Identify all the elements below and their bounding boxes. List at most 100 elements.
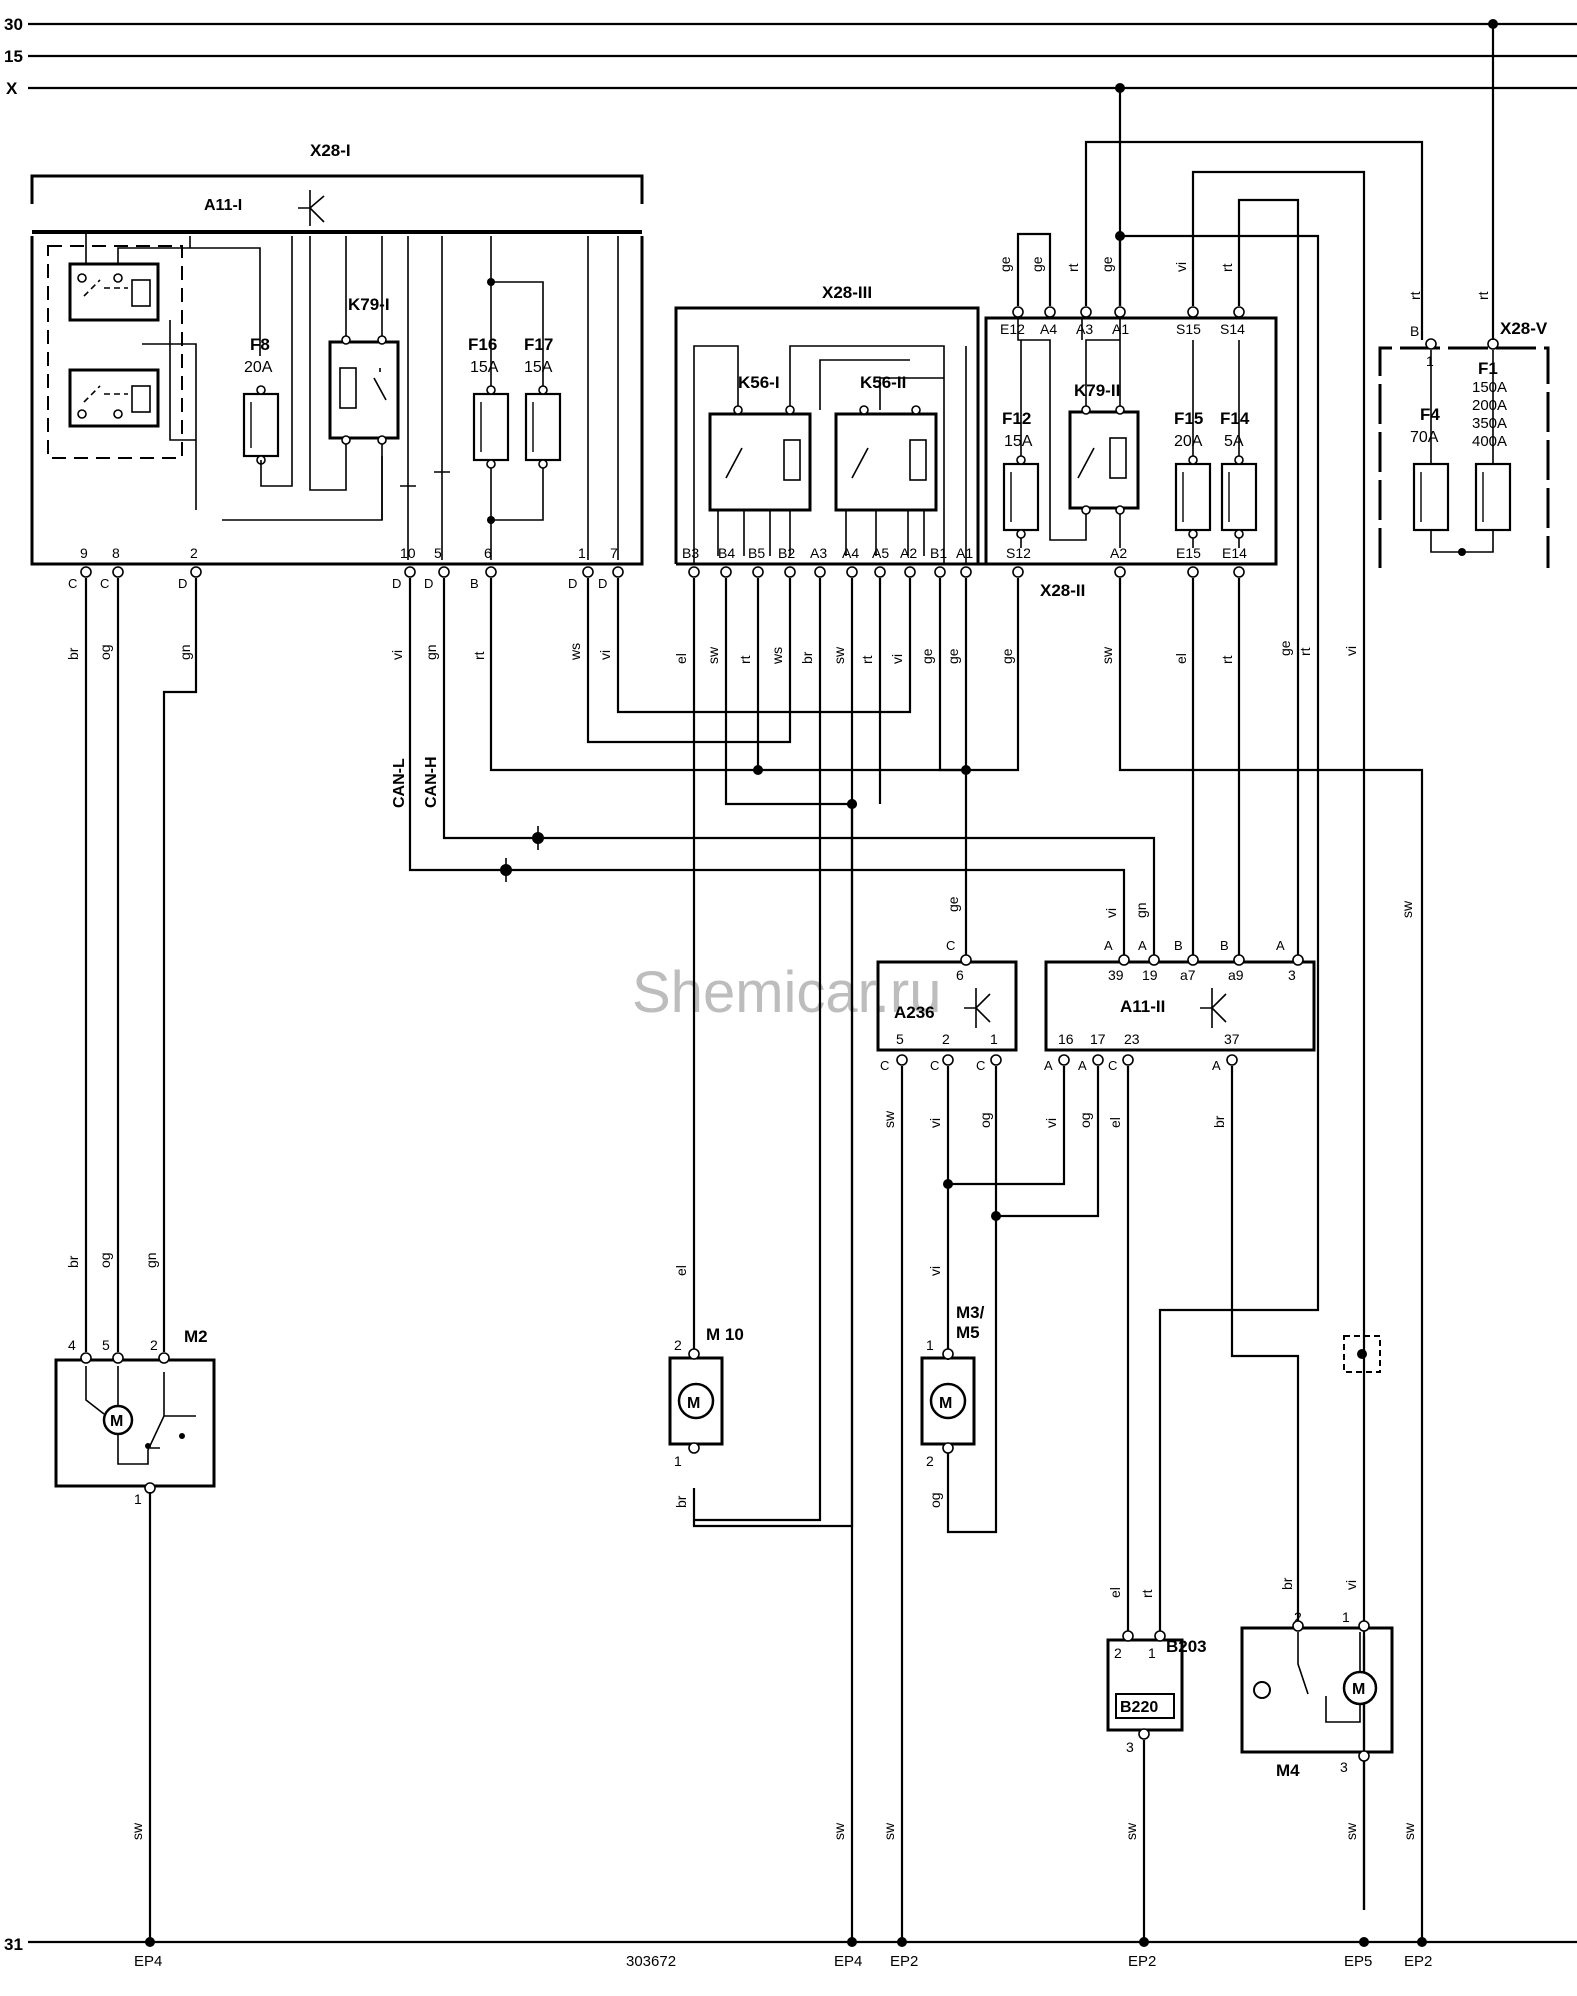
pin-letter: A [1044,1058,1053,1073]
relay-k56-1-label: K56-I [738,373,780,392]
pin-letter: D [392,576,401,591]
pin-letter: D [598,576,607,591]
x28-1-pins: 9 8 2 10 5 6 1 7 C C D D D B D D [68,545,624,591]
b203-label: B203 [1166,1637,1207,1656]
pin-label: 2 [1114,1645,1122,1661]
wire-color: br [1279,1577,1295,1590]
pin-letter: B [1220,938,1229,953]
ground-label: EP2 [1128,1953,1156,1970]
fuse-f1-rating-4: 400A [1472,433,1507,450]
relay-k79-1 [328,340,400,440]
pin-label: A3 [810,545,827,561]
wire-color: sw [1099,646,1115,664]
fuse-f17 [524,392,562,462]
pin-label: 6 [484,545,492,561]
pin-label: S12 [1006,545,1031,561]
pin-label: A2 [900,545,917,561]
pin-label: B2 [778,545,795,561]
m4-label: M4 [1276,1761,1300,1780]
rail-15-label: 15 [4,47,23,66]
svg-text:M: M [1352,1681,1365,1698]
x28-3-label: X28-III [822,283,872,302]
wire-color: rt [471,651,487,660]
pin-label: 5 [102,1337,110,1353]
feed-wires [1016,19,1498,1910]
wire-color: sw [1401,1822,1417,1840]
pin-letter: A [1104,938,1113,953]
relay-k79-2 [1068,410,1140,510]
wire-color: el [1173,653,1189,664]
pin-label: 1 [1148,1645,1156,1661]
wire-color: vi [1173,262,1189,272]
fuse-f8-rating: 20A [244,359,273,376]
pin-label: 2 [1294,1609,1302,1625]
drawing-number: 303672 [626,1953,676,1970]
x28-5-box: X28-V F4 70A F1 150A 200A 350A 400A B 1 [1378,319,1550,568]
pin-label: A3 [1076,321,1093,337]
a236-label: A236 [894,1003,935,1022]
wire-color: rt [1065,263,1081,272]
wire-color: vi [889,654,905,664]
pin-label: E12 [1000,321,1025,337]
fuse-f4 [1412,462,1450,532]
relay-pack [47,245,183,459]
fuse-f16 [472,392,510,462]
wire-color: sw [1343,1822,1359,1840]
can-low-label: CAN-L [391,758,408,808]
wire-color: og [927,1492,943,1508]
wire-color: ge [997,256,1013,272]
can-high-label: CAN-H [423,756,440,808]
wire-color: sw [1399,900,1415,918]
fuse-f4-rating: 70A [1410,429,1439,446]
pin-label: A4 [842,545,859,561]
pin-label: 1 [1426,353,1434,369]
wire-color: rt [1407,291,1423,300]
fuse-f15 [1174,462,1212,532]
ground-label: EP4 [834,1953,862,1970]
lower-wiring [900,960,1381,1942]
wire-color: ge [1099,256,1115,272]
a11-2-module: A11-II A A B B A 39 19 a7 a9 3 16 17 23 … [1044,900,1415,1073]
ground-label: EP5 [1344,1953,1372,1970]
fuse-f14-rating: 5A [1224,433,1244,450]
wire-color: vi [927,1266,943,1276]
pin-letter: C [1108,1058,1117,1073]
pin-label: 1 [926,1337,934,1353]
middle-wire-colors: br og gn vi gn rt ws vi el sw rt ws br s… [65,640,1359,665]
wire-color: gn [1133,902,1149,918]
pin-label: A2 [1110,545,1127,561]
wire-color: gn [143,1252,159,1268]
x28-2-label: X28-II [1040,581,1085,600]
fuse-f1-rating-2: 200A [1472,397,1507,414]
fuse-f12-rating: 15A [1004,433,1033,450]
wire-color: rt [1219,655,1235,664]
fuse-f17-rating: 15A [524,359,553,376]
x28-5-label: X28-V [1500,319,1548,338]
b220-label: B220 [1120,1699,1158,1716]
pin-label: 5 [896,1031,904,1047]
pin-label: 10 [400,545,416,561]
pin-label: A5 [872,545,889,561]
svg-text:M: M [939,1395,952,1412]
wire-color: gn [177,644,193,660]
x28-3-box: X28-III K56-I K56-II [674,283,986,566]
rail-x-label: X [6,79,18,98]
ground-label: EP2 [890,1953,918,1970]
wire-color: br [799,651,815,664]
wire-color: br [1211,1115,1227,1128]
pin-label: A1 [956,545,973,561]
pin-label: 8 [112,545,120,561]
wire-color: sw [129,1822,145,1840]
pin-label: B4 [718,545,735,561]
wire-color: el [673,653,689,664]
wire-color: rt [737,655,753,664]
lower-wire-colors: sw vi og vi og el br [881,1110,1227,1128]
x28-1-label: X28-I [310,141,351,160]
wire-color: br [673,1495,689,1508]
pin-letter: C [100,576,109,591]
wire-color: rt [1297,647,1313,656]
fuse-f16-rating: 15A [470,359,499,376]
pin-letter: C [976,1058,985,1073]
wire-color: vi [1043,1118,1059,1128]
